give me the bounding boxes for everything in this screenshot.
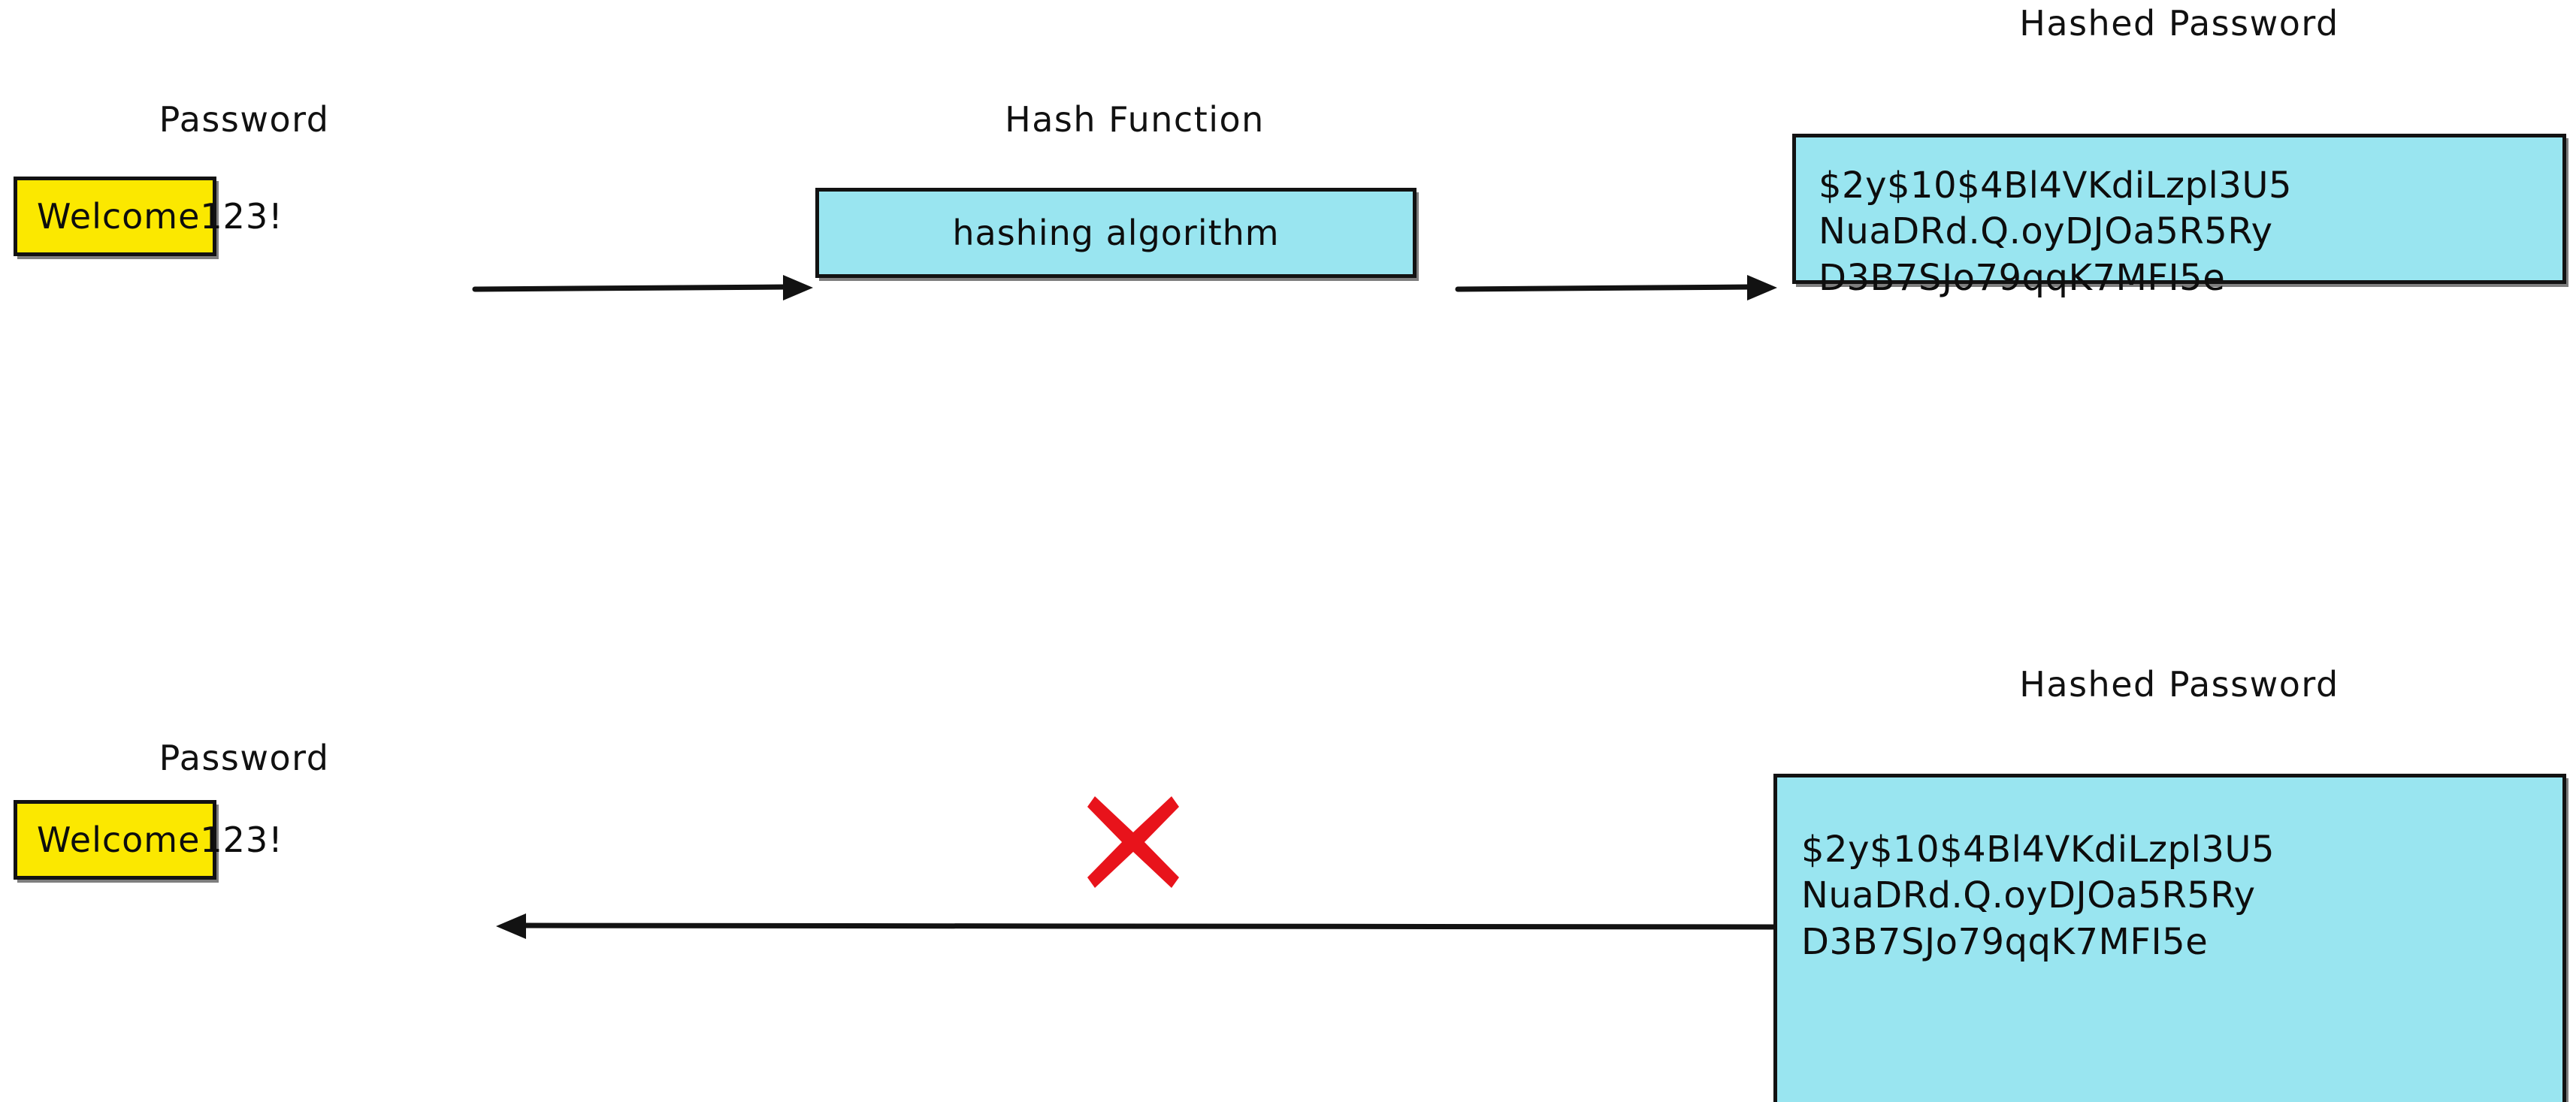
hash-line: $2y$10$4Bl4VKdiLzpl3U5 bbox=[1819, 165, 2293, 207]
hash-function-label: Hash Function bbox=[1005, 99, 1265, 140]
top-hashed-password-box[interactable]: $2y$10$4Bl4VKdiLzpl3U5 NuaDRd.Q.oyDJOa5R… bbox=[1792, 134, 2566, 299]
x-mark-icon bbox=[1084, 790, 1182, 894]
hash-line: D3B7SJo79qqK7MFI5e bbox=[1801, 920, 2209, 963]
top-hashed-password-value: $2y$10$4Bl4VKdiLzpl3U5 NuaDRd.Q.oyDJOa5R… bbox=[1819, 163, 2292, 301]
hash-line: NuaDRd.Q.oyDJOa5R5Ry bbox=[1801, 874, 2256, 917]
bottom-hashed-password-box[interactable]: $2y$10$4Bl4VKdiLzpl3U5 NuaDRd.Q.oyDJOa5R… bbox=[1773, 774, 2566, 1102]
top-password-value: Welcome123! bbox=[37, 196, 283, 237]
bottom-hashed-password-label: Hashed Password bbox=[2019, 664, 2339, 705]
top-hashed-password-label: Hashed Password bbox=[2019, 3, 2339, 44]
arrow-hashed-password-to-password bbox=[488, 909, 1779, 943]
top-password-label: Password bbox=[159, 99, 330, 140]
hash-function-box[interactable]: hashing algorithm bbox=[815, 188, 1416, 278]
top-password-box[interactable]: Welcome123! bbox=[14, 177, 283, 256]
hash-line: $2y$10$4Bl4VKdiLzpl3U5 bbox=[1801, 829, 2275, 871]
arrow-password-to-hash-function bbox=[472, 270, 819, 305]
hash-function-value: hashing algorithm bbox=[952, 213, 1280, 253]
hash-line: NuaDRd.Q.oyDJOa5R5Ry bbox=[1819, 210, 2273, 253]
bottom-password-box[interactable]: Welcome123! bbox=[14, 800, 283, 880]
bottom-password-label: Password bbox=[159, 738, 330, 778]
arrow-hash-function-to-hashed-password bbox=[1455, 270, 1787, 305]
hash-line: D3B7SJo79qqK7MFI5e bbox=[1819, 256, 2226, 299]
bottom-hashed-password-value: $2y$10$4Bl4VKdiLzpl3U5 NuaDRd.Q.oyDJOa5R… bbox=[1801, 827, 2275, 965]
bottom-password-value: Welcome123! bbox=[37, 820, 283, 860]
